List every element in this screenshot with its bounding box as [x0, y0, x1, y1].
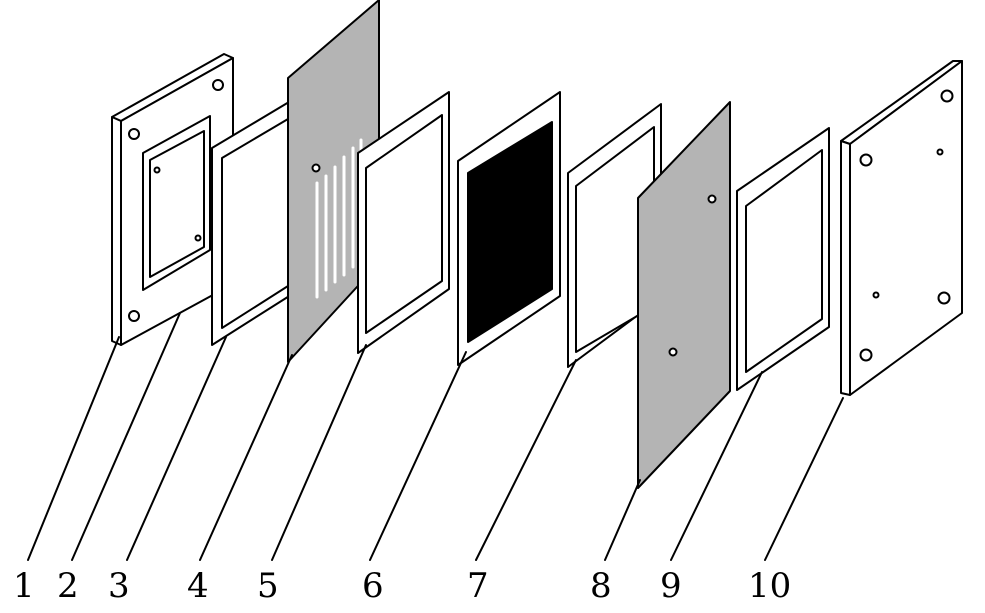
- label-9: 9: [660, 566, 682, 606]
- leader-line-1: [27, 336, 120, 561]
- label-4: 4: [187, 566, 209, 606]
- leader-line-4: [199, 354, 293, 561]
- leader-line-2: [71, 312, 181, 561]
- leader-line-6: [369, 351, 467, 561]
- part-3-gasket-frame: [211, 98, 295, 346]
- part-labels: 1 2 3 4 5 6 7 8 9 10: [13, 566, 791, 606]
- leader-line-3: [126, 336, 227, 561]
- label-3: 3: [108, 566, 130, 606]
- label-1: 1: [13, 566, 35, 606]
- label-7: 7: [467, 566, 489, 606]
- leader-line-7: [475, 359, 577, 561]
- label-8: 8: [590, 566, 612, 606]
- leader-line-9: [670, 371, 763, 561]
- part-10-end-plate: [840, 60, 963, 396]
- part-6-membrane: [457, 91, 561, 366]
- leader-line-10: [764, 397, 844, 561]
- part-8-plate: [637, 101, 731, 489]
- leader-lines: [27, 312, 844, 561]
- part-9-gasket-frame: [736, 127, 830, 391]
- part-5-gasket-frame: [357, 91, 450, 354]
- label-5: 5: [257, 566, 279, 606]
- label-10: 10: [748, 566, 791, 606]
- part-2-inner-window: [142, 115, 211, 291]
- leader-line-5: [271, 344, 367, 561]
- label-6: 6: [362, 566, 384, 606]
- leader-line-8: [604, 479, 641, 561]
- label-2: 2: [57, 566, 79, 606]
